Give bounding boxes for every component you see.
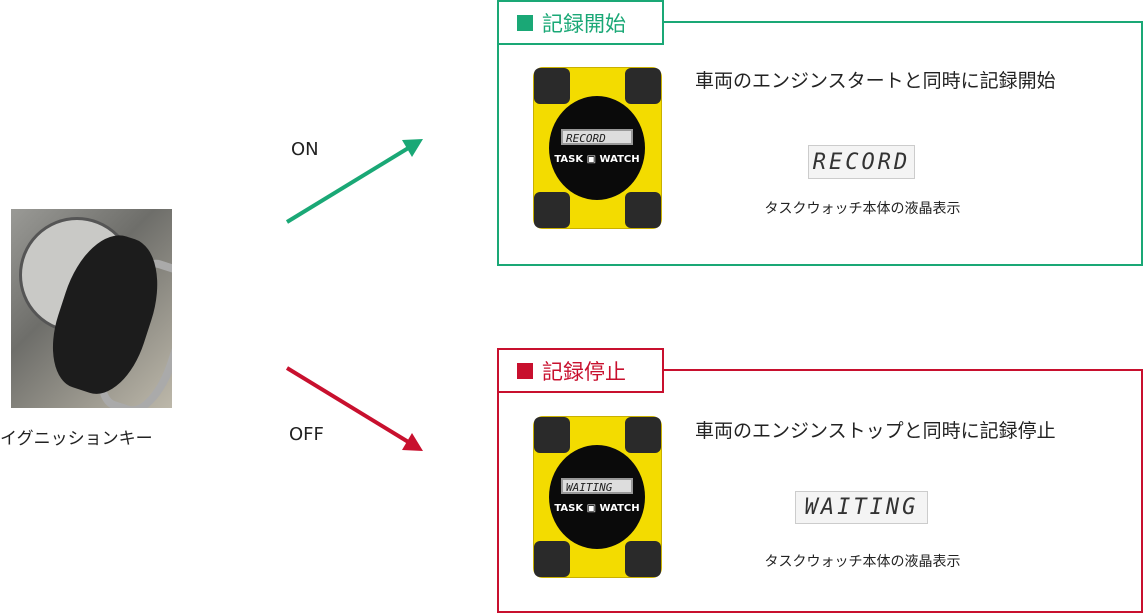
record-stop-title: 記録停止 — [542, 359, 626, 384]
lcd-display: RECORD — [808, 145, 915, 179]
record-start-title: 記録開始 — [542, 11, 626, 36]
record-stop-panel — [497, 369, 1143, 613]
on-label: ON — [291, 139, 319, 160]
device-lcd: RECORD — [561, 129, 633, 145]
record-stop-heading: 車両のエンジンストップと同時に記録停止 — [695, 420, 1056, 442]
record-start-panel — [497, 21, 1143, 266]
lcd-caption: タスクウォッチ本体の液晶表示 — [764, 201, 961, 217]
device-brand: TASK ▣ WATCH — [554, 503, 640, 514]
record-start-tab: 記録開始 — [497, 0, 664, 45]
square-icon — [517, 362, 533, 379]
ignition-key-photo — [11, 209, 172, 408]
device-lcd: WAITING — [561, 478, 633, 494]
device-brand: TASK ▣ WATCH — [554, 154, 640, 165]
off-label: OFF — [289, 424, 324, 445]
taskwatch-device: RECORD TASK ▣ WATCH — [533, 67, 662, 229]
record-start-heading: 車両のエンジンスタートと同時に記録開始 — [695, 70, 1056, 92]
square-icon — [517, 14, 533, 31]
off-arrow — [285, 366, 423, 451]
record-stop-tab: 記録停止 — [497, 348, 664, 393]
lcd-caption: タスクウォッチ本体の液晶表示 — [764, 554, 961, 570]
ignition-key-label: イグニッションキー — [0, 429, 153, 449]
taskwatch-device: WAITING TASK ▣ WATCH — [533, 416, 662, 578]
lcd-display: WAITING — [795, 491, 928, 524]
on-arrow — [285, 139, 423, 224]
